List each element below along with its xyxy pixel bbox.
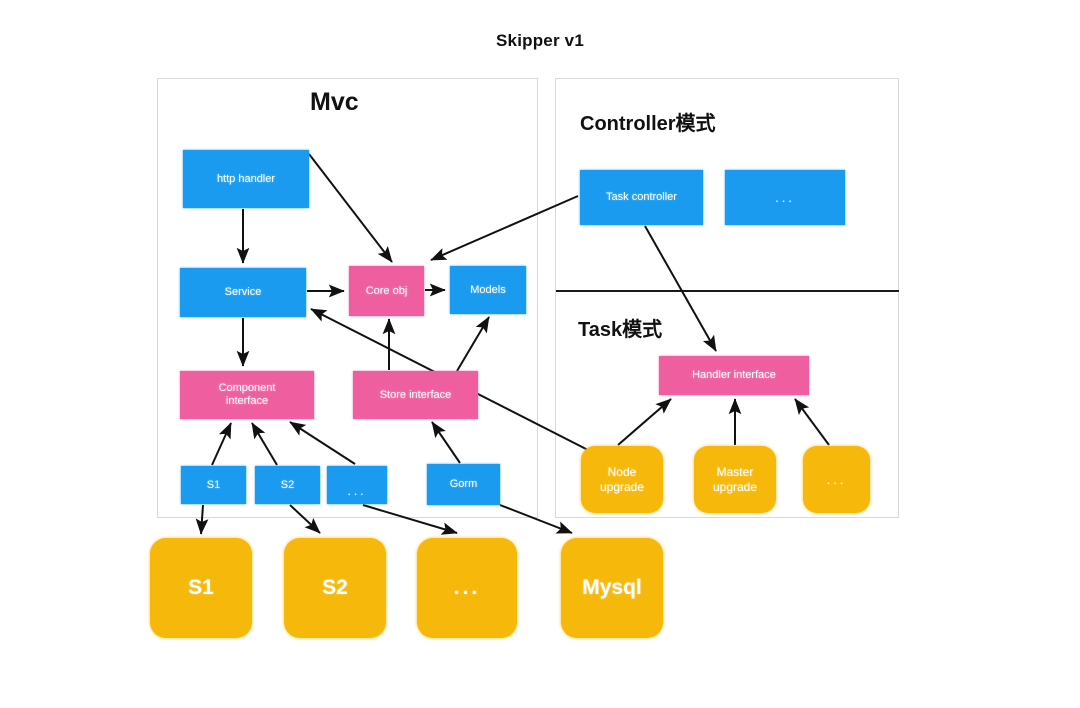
panel-controller-task bbox=[555, 78, 899, 518]
node-label: http handler bbox=[216, 172, 276, 185]
node-more-controller[interactable]: ... bbox=[725, 170, 845, 225]
node-s2-store[interactable]: S2 bbox=[284, 538, 386, 638]
node-more-service[interactable]: ... bbox=[327, 466, 387, 504]
node-s1-store[interactable]: S1 bbox=[150, 538, 252, 638]
node-store-interface[interactable]: Store interface bbox=[353, 371, 478, 419]
node-label: Task controller bbox=[606, 191, 677, 204]
node-label: ... bbox=[453, 575, 481, 599]
node-s1-service[interactable]: S1 bbox=[181, 466, 246, 504]
node-label: Component interface bbox=[218, 382, 276, 407]
node-core-obj[interactable]: Core obj bbox=[349, 266, 424, 316]
node-more-store[interactable]: ... bbox=[417, 538, 517, 638]
node-label: ... bbox=[347, 483, 367, 498]
node-s2-service[interactable]: S2 bbox=[255, 466, 320, 504]
node-models[interactable]: Models bbox=[450, 266, 526, 314]
node-mysql[interactable]: Mysql bbox=[561, 538, 663, 638]
page-title: Skipper v1 bbox=[496, 31, 584, 50]
node-label: Store interface bbox=[379, 388, 452, 401]
node-label: Service bbox=[224, 286, 262, 299]
node-http-handler[interactable]: http handler bbox=[183, 150, 309, 208]
node-gorm[interactable]: Gorm bbox=[427, 464, 500, 505]
node-label: ... bbox=[775, 189, 795, 205]
node-label: Core obj bbox=[365, 284, 408, 297]
node-label: Models bbox=[470, 283, 506, 296]
panel-divider bbox=[556, 290, 899, 292]
node-more-upgrade[interactable]: ... bbox=[803, 446, 870, 513]
node-label: Gorm bbox=[449, 478, 478, 491]
node-label: Mysql bbox=[582, 575, 642, 599]
node-label: S1 bbox=[188, 575, 214, 599]
panel-title-controller: Controller模式 bbox=[580, 113, 716, 135]
node-master-upgrade[interactable]: Master upgrade bbox=[694, 446, 776, 513]
panel-title-task: Task模式 bbox=[578, 319, 663, 341]
node-handler-interface[interactable]: Handler interface bbox=[659, 356, 809, 395]
node-component-interface[interactable]: Component interface bbox=[180, 371, 314, 419]
node-task-controller[interactable]: Task controller bbox=[580, 170, 703, 225]
node-label: S1 bbox=[206, 478, 221, 491]
node-label: Master upgrade bbox=[712, 465, 758, 494]
node-label: Handler interface bbox=[692, 369, 776, 382]
node-node-upgrade[interactable]: Node upgrade bbox=[581, 446, 663, 513]
node-label: S2 bbox=[280, 478, 295, 491]
node-service[interactable]: Service bbox=[180, 268, 306, 317]
node-label: ... bbox=[826, 471, 847, 487]
node-label: Node upgrade bbox=[599, 465, 645, 494]
panel-title-mvc: Mvc bbox=[310, 88, 359, 116]
node-label: S2 bbox=[322, 575, 348, 599]
